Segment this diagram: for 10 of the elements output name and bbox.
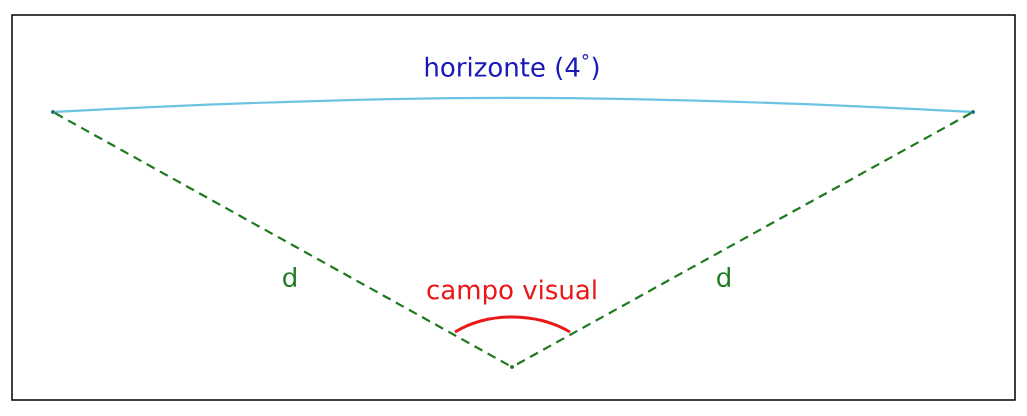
- curved-line: [55, 96, 971, 113]
- end-point: [51, 110, 55, 114]
- angle-label: campo visual: [427, 279, 596, 305]
- edge-label: horizonte (4$^{°}$): [425, 54, 599, 80]
- dashed-line: [513, 112, 972, 367]
- end-point: [971, 110, 975, 114]
- edge-label: d: [283, 266, 296, 288]
- end-point: [510, 365, 514, 369]
- dashed-line: [54, 112, 511, 367]
- edge-label: d: [717, 266, 730, 288]
